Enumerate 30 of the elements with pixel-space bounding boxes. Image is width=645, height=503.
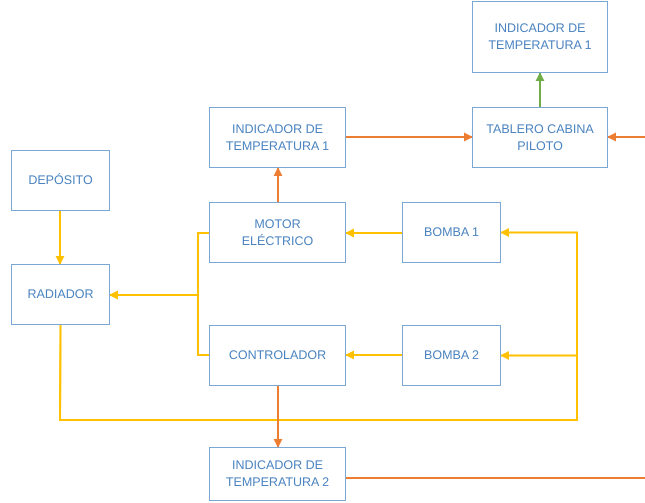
- process-box: [472, 1, 608, 73]
- box-label: MOTOR ELÉCTRICO: [240, 216, 314, 250]
- connector-arrow: [345, 350, 402, 360]
- process-box: [472, 107, 608, 168]
- process-box: [11, 264, 110, 325]
- box-label: INDICADOR DE TEMPERATURA 2: [224, 457, 330, 491]
- connector-arrow: [346, 132, 473, 142]
- connector-arrow: [345, 228, 402, 238]
- connector-arrow: [274, 167, 282, 202]
- connector-arrow: [274, 386, 282, 448]
- connector-arrow: [109, 290, 209, 356]
- box-label: BOMBA 2: [423, 347, 480, 364]
- process-box: [402, 325, 501, 386]
- box-label: CONTROLADOR: [228, 347, 328, 364]
- box-label: INDICADOR DE TEMPERATURA 1: [224, 120, 330, 154]
- process-box: [209, 325, 346, 386]
- box-label: INDICADOR DE TEMPERATURA 1: [487, 20, 593, 54]
- process-box: [402, 202, 501, 263]
- connector-arrow: [59, 325, 578, 421]
- connector-arrow: [536, 72, 544, 107]
- box-label: TABLERO CABINA PILOTO: [485, 120, 595, 154]
- process-box: [209, 447, 346, 501]
- process-box: [11, 150, 110, 211]
- box-label: BOMBA 1: [423, 224, 480, 241]
- connector-arrow: [56, 211, 64, 265]
- process-box: [209, 107, 346, 168]
- connector-arrow: [607, 132, 645, 142]
- box-label: DEPÓSITO: [27, 172, 94, 189]
- box-label: RADIADOR: [26, 286, 94, 303]
- process-box: [209, 202, 346, 263]
